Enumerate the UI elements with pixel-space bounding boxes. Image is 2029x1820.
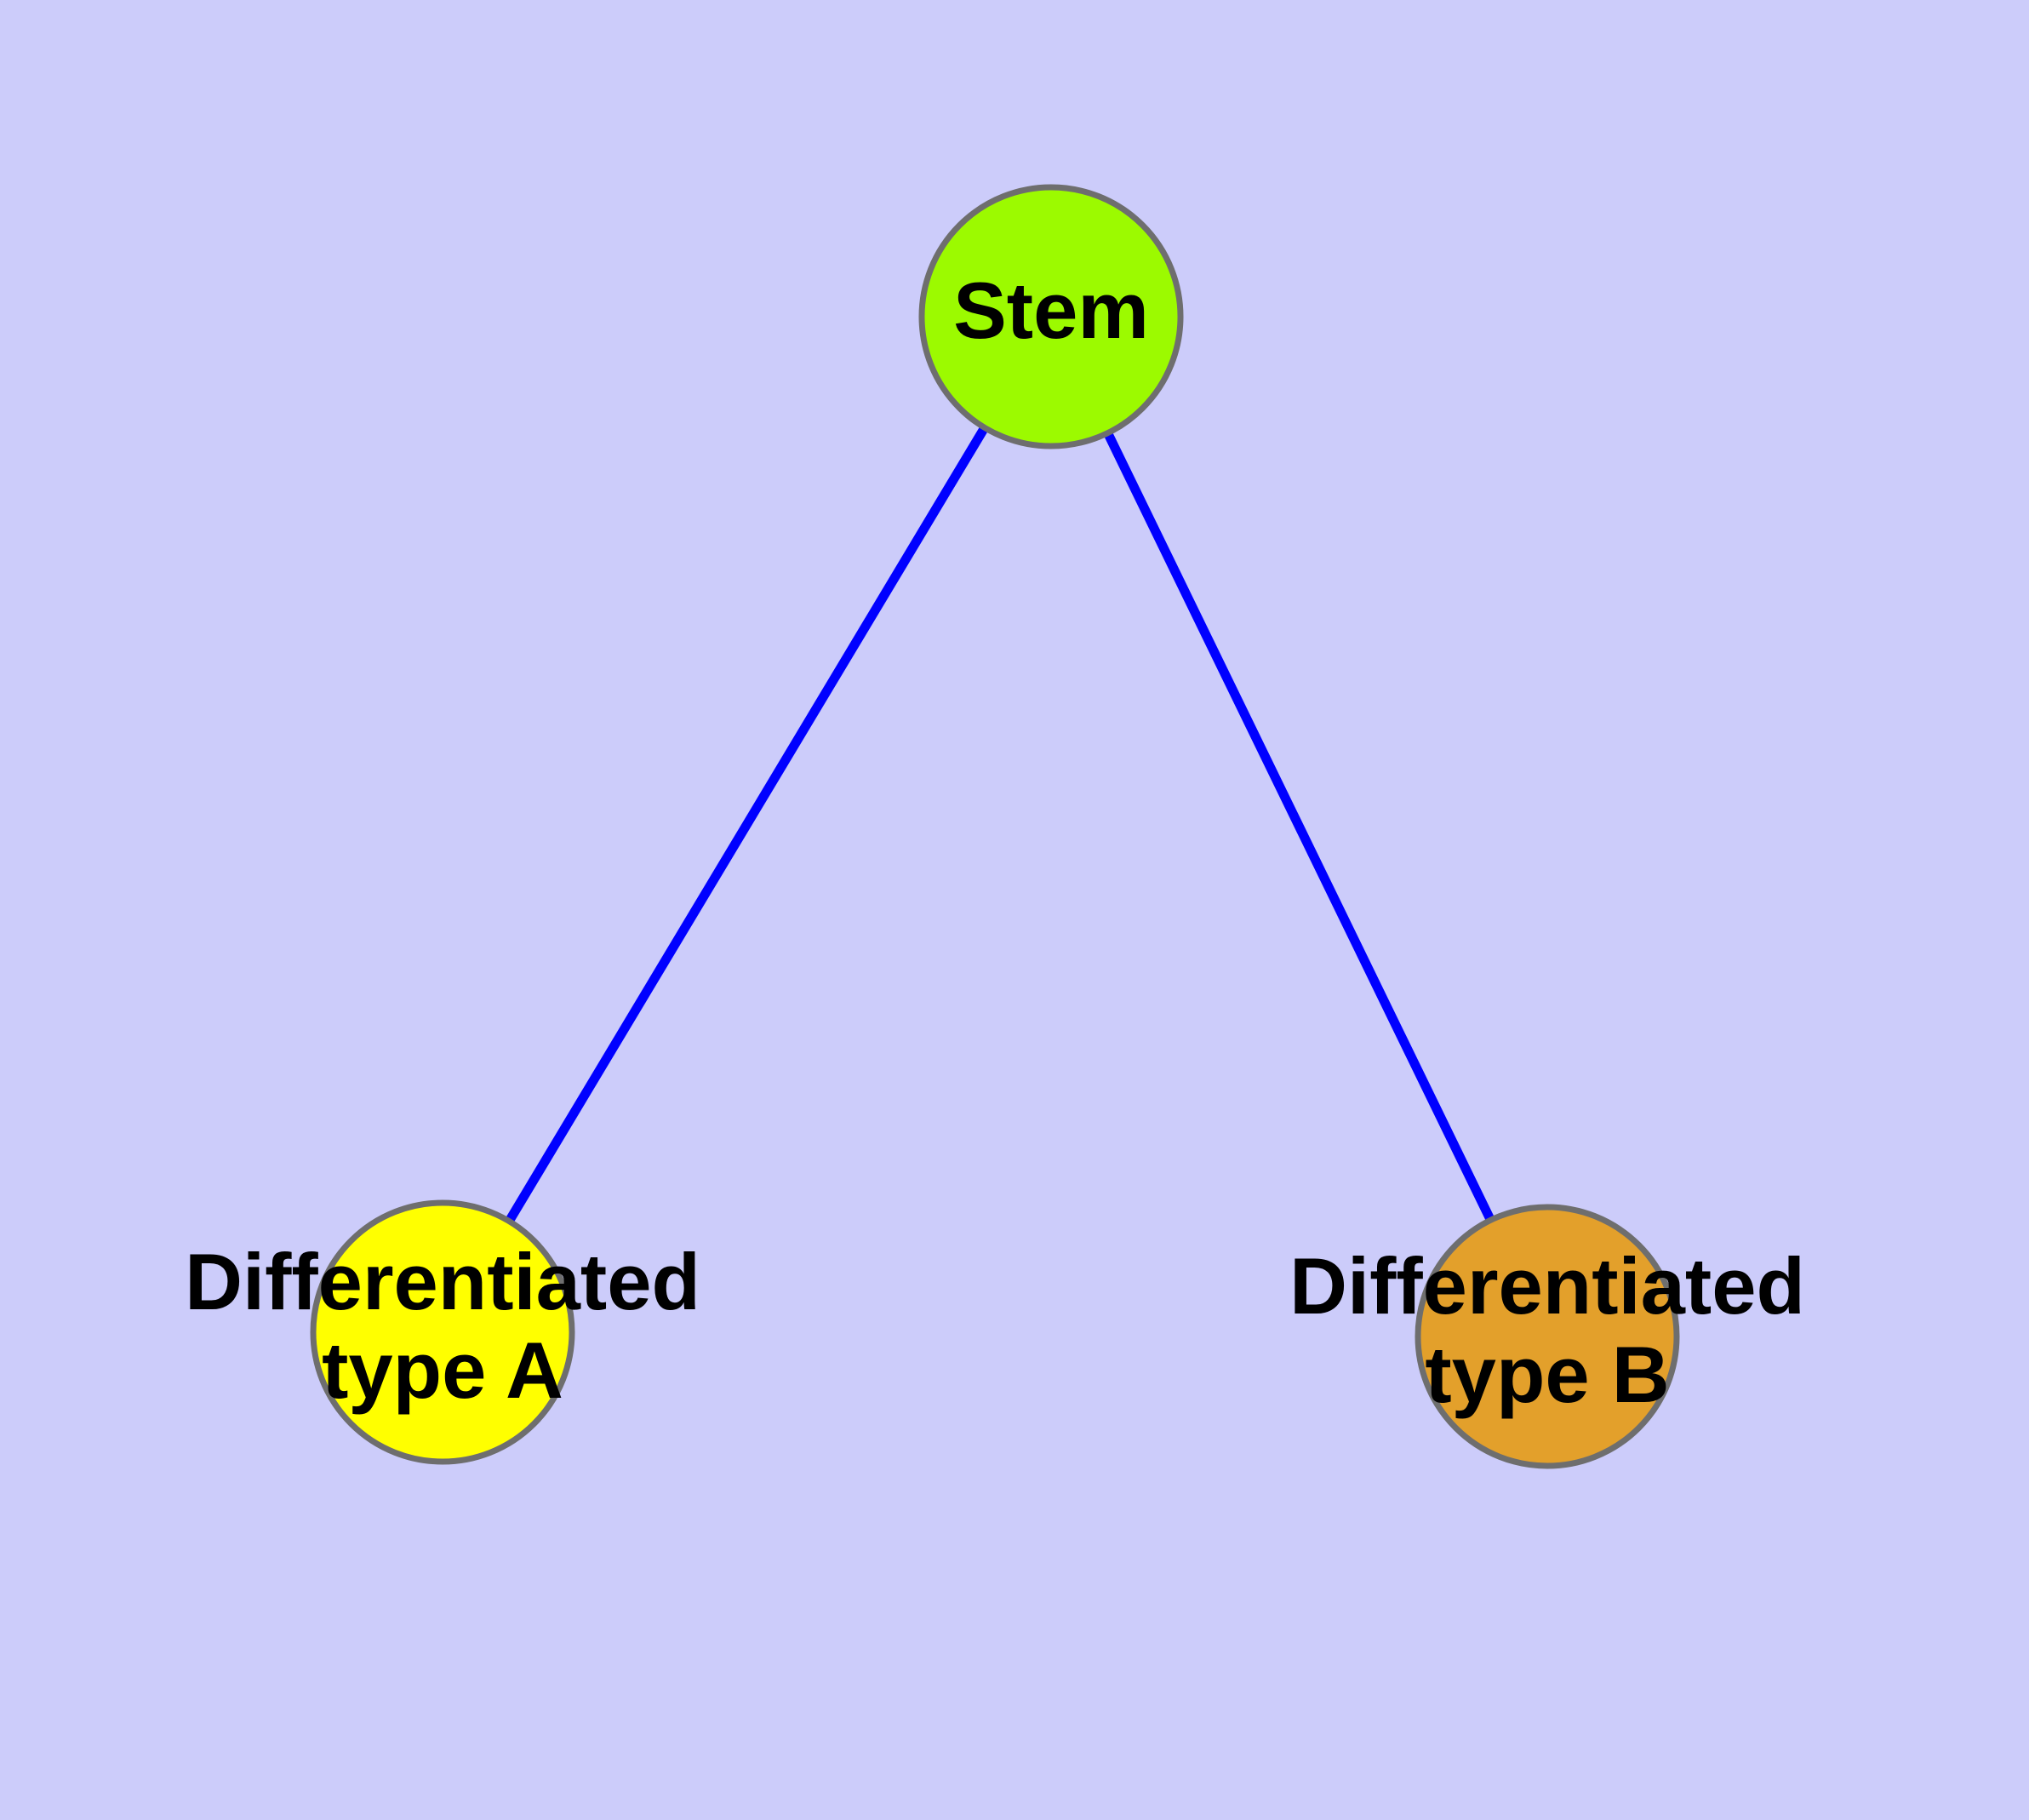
- node-label-stem: Stem: [953, 266, 1149, 355]
- nodes-layer: [310, 184, 1680, 1469]
- edge-stem-to-a[interactable]: [504, 423, 990, 1226]
- node-label-line: Differentiated: [185, 1237, 700, 1326]
- node-label-line: Differentiated: [1289, 1241, 1805, 1331]
- node-stem[interactable]: [918, 184, 1184, 449]
- node-label-line: type B: [1425, 1330, 1669, 1419]
- node-diff-b[interactable]: [1415, 1204, 1680, 1469]
- node-diff-a[interactable]: [310, 1199, 575, 1465]
- edges-layer: [504, 423, 1496, 1226]
- node-label-line: Stem: [953, 266, 1149, 355]
- node-label-line: type A: [322, 1325, 563, 1415]
- edge-stem-to-b[interactable]: [1102, 429, 1496, 1224]
